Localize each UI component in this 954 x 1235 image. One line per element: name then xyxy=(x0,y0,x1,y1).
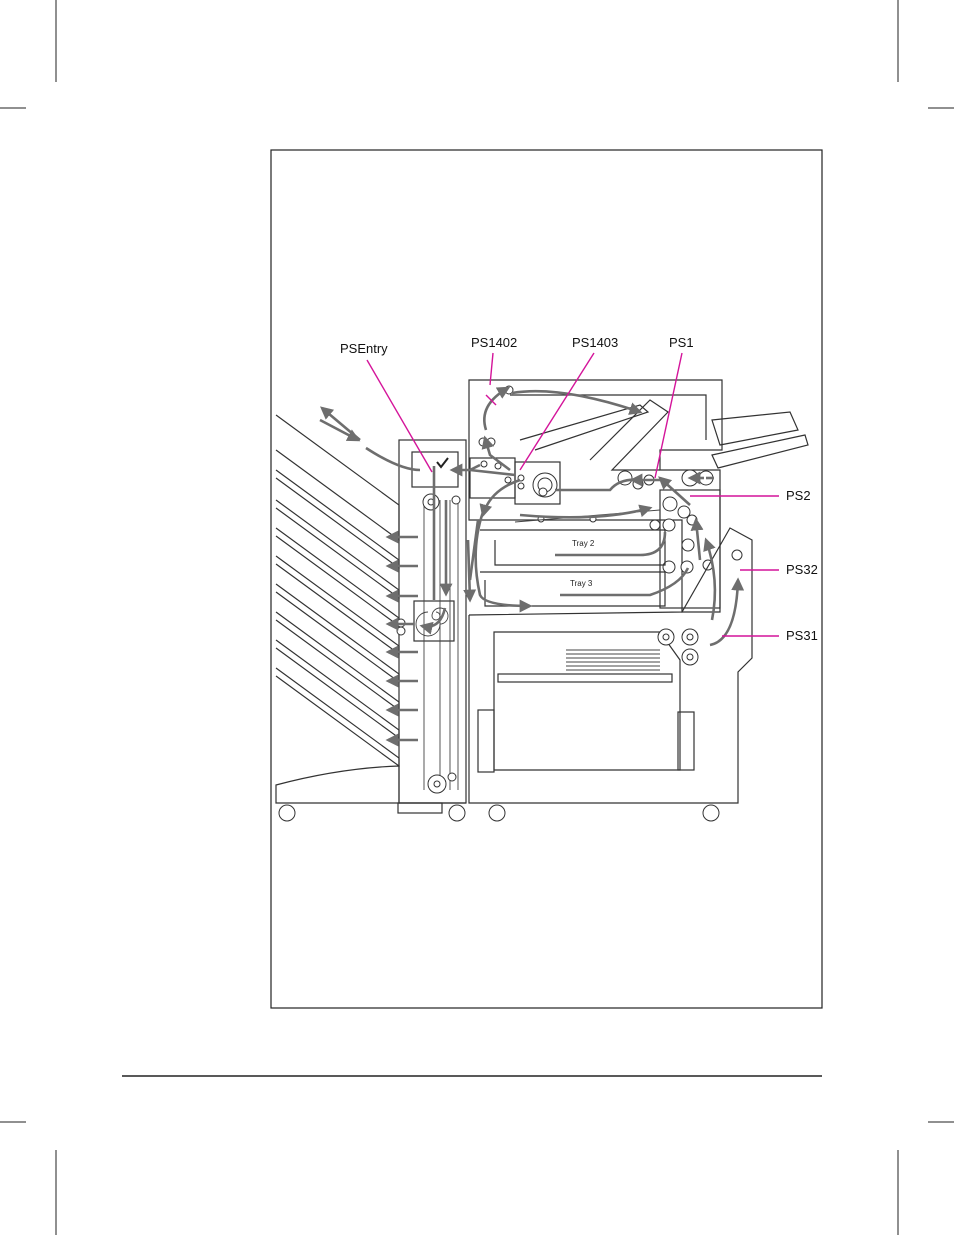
label-psentry: PSEntry xyxy=(340,341,388,356)
caster-wheel xyxy=(279,805,295,821)
tray-2-label: Tray 2 xyxy=(572,539,595,548)
label-ps31: PS31 xyxy=(786,628,818,643)
mailbox-unit xyxy=(276,408,466,821)
mailbox-bins xyxy=(276,415,399,766)
caster-wheel xyxy=(489,805,505,821)
caster-wheel xyxy=(449,805,465,821)
tray-3-label: Tray 3 xyxy=(570,579,593,588)
label-ps1: PS1 xyxy=(669,335,694,350)
figure-frame xyxy=(271,150,822,1008)
printer-unit: Tray 2 Tray 3 xyxy=(452,380,808,821)
label-ps32: PS32 xyxy=(786,562,818,577)
label-ps1403: PS1403 xyxy=(572,335,618,350)
caster-wheel xyxy=(703,805,719,821)
label-ps1402: PS1402 xyxy=(471,335,517,350)
label-ps2: PS2 xyxy=(786,488,811,503)
